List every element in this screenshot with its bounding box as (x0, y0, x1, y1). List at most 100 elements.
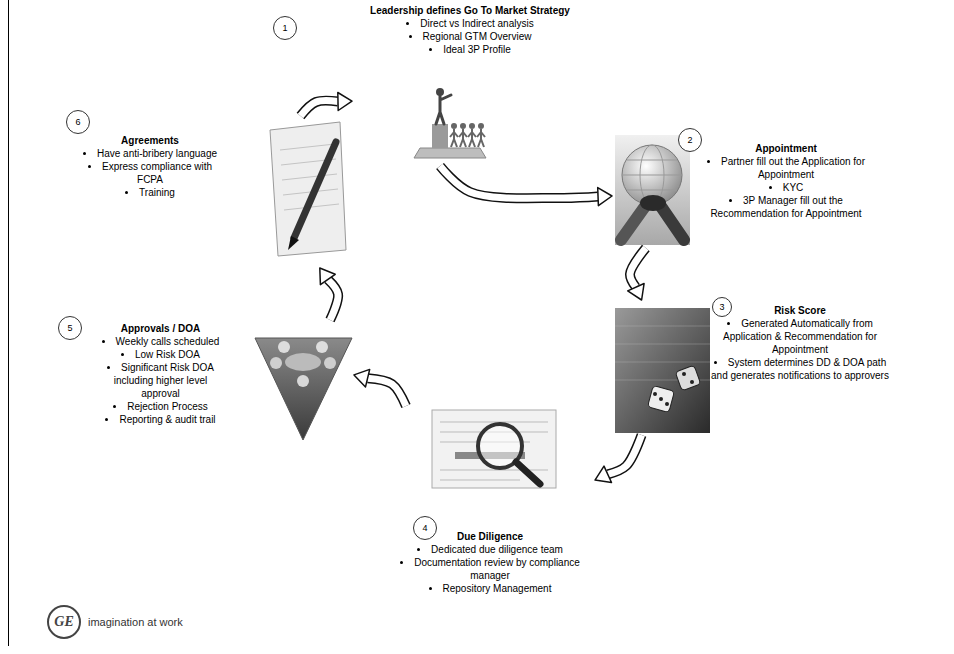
bullet-item: Training (81, 186, 219, 199)
bullet-item: Generated Automatically from Application… (710, 317, 890, 356)
step-number-circle: 5 (58, 316, 82, 340)
bullet-item: Direct vs Indirect analysis (352, 17, 588, 30)
person (297, 375, 309, 387)
pen (294, 142, 336, 238)
process-step: AppointmentPartner fill out the Applicat… (612, 136, 894, 248)
follower-body (450, 129, 458, 147)
arrow-body (608, 435, 642, 474)
photo-ground (615, 135, 690, 245)
die-pip (682, 372, 686, 376)
bullet-item: Dedicated due diligence team (400, 543, 580, 556)
die-pip (690, 380, 694, 384)
step-number-circle: 6 (66, 110, 90, 134)
callout-number: 3 (712, 297, 732, 317)
bullet-item: Regional GTM Overview (352, 30, 588, 43)
circle-shape (414, 517, 437, 540)
bullet-item: Significant Risk DOA including higher le… (98, 361, 223, 400)
flow-arrow (301, 93, 353, 117)
step-text: Risk ScoreGenerated Automatically from A… (710, 304, 890, 382)
bullet-item: Have anti-bribery language (81, 147, 219, 160)
step-text: Leadership defines Go To Market Strategy… (352, 4, 588, 56)
bullet-item: Repository Management (400, 582, 580, 595)
arrow-head (338, 93, 352, 111)
process-step: Leadership defines Go To Market Strategy… (352, 4, 588, 166)
step-number-circle: 2 (678, 128, 702, 152)
die-pip (659, 397, 663, 401)
step-text: Approvals / DOAWeekly calls scheduledLow… (98, 322, 223, 426)
die (648, 386, 675, 413)
step-text: Due DiligenceDedicated due diligence tea… (400, 530, 580, 595)
person (270, 357, 282, 369)
flow-arrow (595, 435, 642, 483)
arrow-head (595, 466, 612, 482)
step-number-circle: 3 (712, 297, 732, 317)
bullet-item: Ideal 3P Profile (352, 43, 588, 56)
bullet-list: Direct vs Indirect analysisRegional GTM … (352, 17, 588, 56)
table (285, 353, 321, 371)
step-heading: Appointment (696, 142, 876, 155)
bullet-item: Reporting & audit trail (98, 413, 223, 426)
bullet-list: Partner fill out the Application for App… (696, 155, 876, 220)
follower-head (478, 123, 484, 129)
bullet-list: Weekly calls scheduledLow Risk DOASignif… (98, 335, 223, 426)
step-number-circle: 4 (413, 516, 437, 540)
flow-arrow (354, 369, 406, 406)
flow-arrow (320, 268, 338, 320)
logo-mark: GE (48, 612, 80, 632)
document-lines (440, 422, 548, 480)
arrow-body (301, 101, 339, 116)
die (675, 365, 701, 391)
arrow-outline (440, 166, 598, 198)
arrow-head (320, 268, 335, 285)
bullet-item: Low Risk DOA (98, 348, 223, 361)
process-step: Risk ScoreGenerated Automatically from A… (612, 300, 908, 435)
step-heading: Risk Score (710, 304, 890, 317)
bullet-item: 3P Manager fill out the Recommendation f… (696, 194, 876, 220)
tagline: imagination at work (88, 615, 183, 629)
photo-ground (615, 308, 710, 433)
person (278, 341, 290, 353)
bullet-item: Partner fill out the Application for App… (696, 155, 876, 181)
process-step: Due DiligenceDedicated due diligence tea… (385, 406, 595, 602)
flow-arrow (628, 248, 646, 300)
arrow-body (328, 279, 338, 320)
circle-shape (713, 298, 732, 317)
leader-body (436, 95, 451, 124)
process-step: Approvals / DOAWeekly calls scheduledLow… (88, 320, 354, 442)
callout-number: 1 (273, 16, 297, 40)
arrow-body (630, 248, 646, 287)
person (324, 357, 336, 369)
bullet-list: Have anti-bribery languageExpress compli… (81, 147, 219, 199)
follower-body (459, 129, 467, 147)
paper (270, 122, 346, 256)
globe-latitudes (622, 160, 682, 190)
arm (621, 205, 646, 240)
callout-number: 4 (413, 516, 437, 540)
arrow-outline (608, 435, 642, 474)
bullet-item: Weekly calls scheduled (98, 335, 223, 348)
handshake (640, 195, 666, 211)
arrow-outline (301, 101, 339, 116)
follower-head (451, 123, 457, 129)
process-step: AgreementsHave anti-bribery languageExpr… (75, 116, 350, 268)
arrow-head (354, 369, 370, 387)
step-heading: Due Diligence (400, 530, 580, 543)
circle-shape (274, 17, 297, 40)
frame-line (8, 0, 9, 646)
arrow-body (368, 378, 406, 406)
bullet-list: Dedicated due diligence teamDocumentatio… (400, 543, 580, 595)
follower-head (460, 123, 466, 129)
pen-tip (288, 236, 299, 250)
step-text: AppointmentPartner fill out the Applicat… (696, 142, 876, 220)
follower-body (468, 129, 476, 147)
die-pip (653, 392, 657, 396)
callout-number: 6 (66, 110, 90, 134)
arrow-head (628, 284, 644, 301)
arrow-outline (630, 248, 646, 287)
die-pip (665, 402, 669, 406)
meeting-photo (255, 338, 352, 440)
follower-body (477, 129, 485, 147)
callout-number: 5 (58, 316, 82, 340)
arrow-head (598, 188, 612, 206)
